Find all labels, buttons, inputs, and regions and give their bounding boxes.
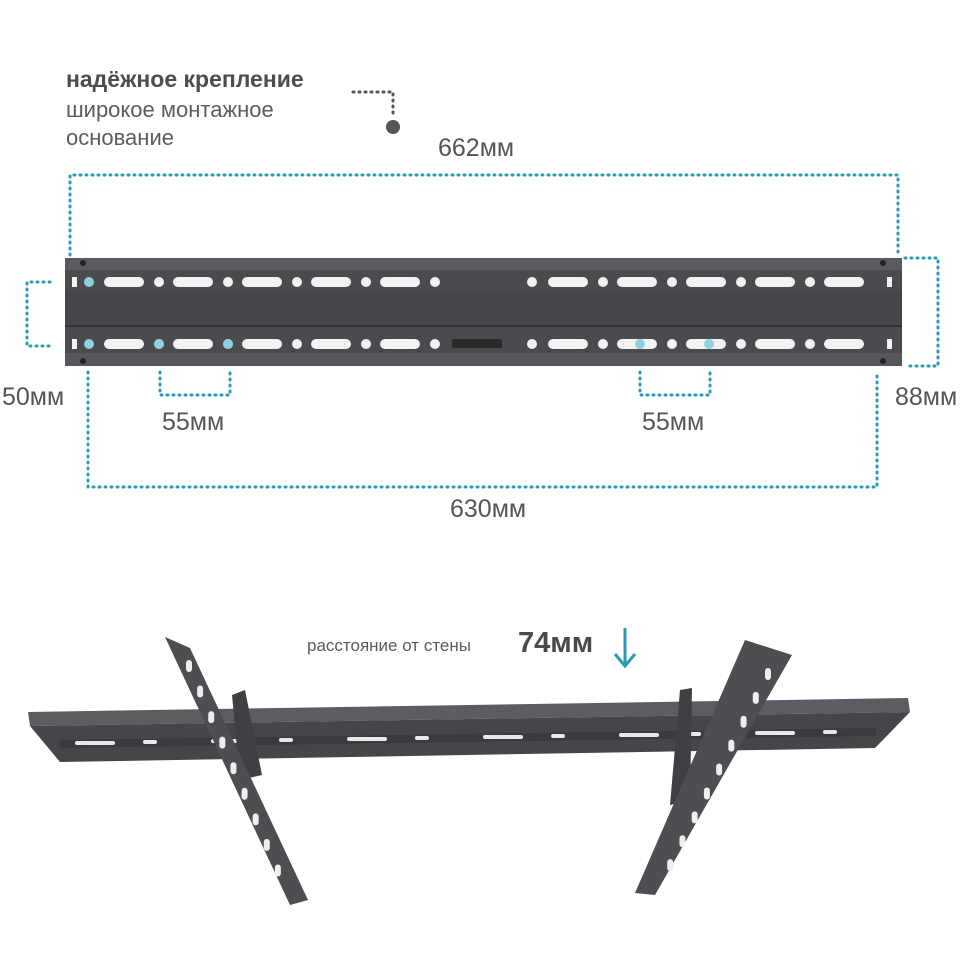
- round-hole: [598, 277, 608, 287]
- slot-hole: [173, 277, 213, 287]
- label-630: 630мм: [450, 495, 527, 523]
- dim-88: [903, 256, 940, 368]
- round-hole: [430, 277, 440, 287]
- slot-hole: [617, 277, 657, 287]
- screw-hole: [154, 339, 164, 349]
- slot-hole: [311, 339, 351, 349]
- screw-hole: [84, 277, 94, 287]
- slot-hole: [548, 277, 588, 287]
- slot-hole: [551, 734, 565, 738]
- callout-subtitle-line1: широкое монтажное: [66, 97, 274, 122]
- arm-hole: [252, 813, 259, 826]
- arm-hole: [716, 763, 723, 776]
- label-50: 50мм: [2, 383, 65, 411]
- arm-hole: [263, 838, 270, 851]
- arm-hole: [679, 835, 686, 848]
- arm-hole: [274, 864, 281, 877]
- arm-hole: [765, 668, 771, 680]
- arm-hole: [703, 787, 710, 800]
- dim-55-right: [638, 370, 712, 397]
- round-hole: [667, 339, 677, 349]
- round-hole: [430, 339, 440, 349]
- slot-hole: [483, 735, 523, 739]
- arm-hole: [752, 691, 759, 704]
- slot-hole: [279, 738, 293, 742]
- round-hole: [527, 339, 537, 349]
- round-hole: [667, 277, 677, 287]
- slot-hole: [823, 730, 837, 734]
- arm-hole: [186, 660, 192, 672]
- arm-hole: [230, 762, 237, 775]
- arm-hole: [667, 859, 674, 872]
- arm-hole: [691, 811, 698, 824]
- slot-hole: [380, 339, 420, 349]
- dim-630: [86, 370, 879, 489]
- round-hole: [361, 277, 371, 287]
- slot-hole: [619, 733, 659, 737]
- slot-hole: [75, 741, 115, 745]
- arm-hole: [740, 715, 747, 728]
- slot-hole: [380, 277, 420, 287]
- screw-hole: [635, 339, 645, 349]
- slot-hole: [72, 339, 77, 349]
- round-hole: [805, 339, 815, 349]
- dim-55-left: [158, 370, 232, 397]
- slot-hole: [104, 339, 144, 349]
- slot-hole: [824, 277, 864, 287]
- slot-hole: [242, 339, 282, 349]
- arm-hole: [208, 711, 215, 724]
- label-55-right: 55мм: [642, 408, 705, 436]
- slot-hole: [755, 339, 795, 349]
- slot-hole: [143, 740, 157, 744]
- slot-hole: [415, 736, 429, 740]
- wall-distance-value: 74мм: [518, 627, 594, 659]
- dimension-lines: [25, 173, 940, 489]
- slot-hole: [686, 277, 726, 287]
- slot-hole: [887, 277, 892, 287]
- arrow-down-icon: [613, 628, 637, 669]
- slot-hole: [242, 277, 282, 287]
- round-hole: [223, 277, 233, 287]
- arm-hole: [241, 787, 248, 800]
- label-662: 662мм: [438, 134, 515, 162]
- slot-hole: [347, 737, 387, 741]
- wall-distance-label: расстояние от стены: [307, 636, 471, 655]
- slot-hole: [311, 277, 351, 287]
- arm-hole: [728, 739, 735, 752]
- slot-hole: [104, 277, 144, 287]
- round-hole: [292, 339, 302, 349]
- dim-662: [68, 173, 900, 257]
- round-hole: [154, 277, 164, 287]
- callout-dot: [386, 120, 400, 134]
- round-hole: [598, 339, 608, 349]
- round-hole: [292, 277, 302, 287]
- slot-hole: [173, 339, 213, 349]
- screw-hole: [84, 339, 94, 349]
- wall-plate-front: [65, 258, 902, 366]
- label-55-left: 55мм: [162, 408, 225, 436]
- callout-subtitle-line2: основание: [66, 125, 174, 150]
- label-88: 88мм: [895, 383, 958, 411]
- round-hole: [736, 277, 746, 287]
- round-hole: [527, 277, 537, 287]
- slot-hole: [824, 339, 864, 349]
- round-hole: [736, 339, 746, 349]
- callout-leader: [351, 90, 395, 120]
- screw-hole: [223, 339, 233, 349]
- slot-hole: [887, 339, 892, 349]
- round-hole: [805, 277, 815, 287]
- slot-hole: [548, 339, 588, 349]
- callout-title: надёжное крепление: [66, 66, 304, 92]
- slot-hole: [755, 277, 795, 287]
- arm-hole: [197, 685, 204, 698]
- screw-hole: [704, 339, 714, 349]
- slot-hole: [755, 731, 795, 735]
- mount-side-view: [28, 637, 910, 905]
- slot-hole: [72, 277, 77, 287]
- arm-hole: [219, 736, 226, 749]
- dim-50: [25, 280, 52, 348]
- callout-subtitle: широкое монтажное основание: [66, 96, 274, 152]
- round-hole: [361, 339, 371, 349]
